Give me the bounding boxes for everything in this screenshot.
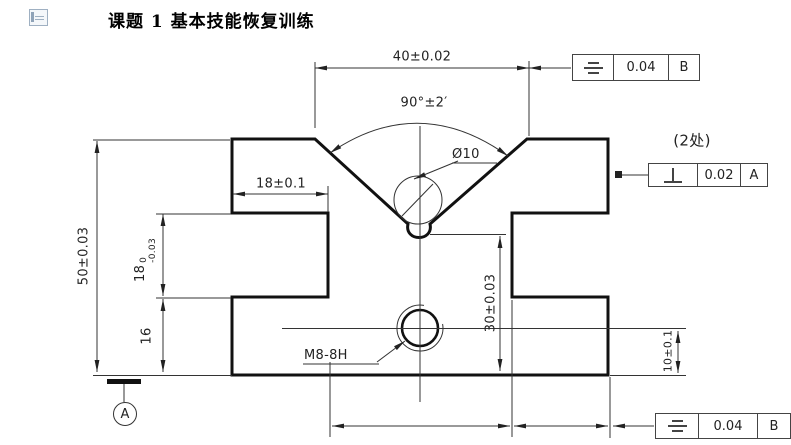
extension-lines (93, 61, 686, 438)
datum-a-bar (107, 379, 141, 384)
dim-base-height: 16 (139, 327, 155, 345)
places-note: (2处) (673, 131, 711, 150)
symmetry-icon (573, 55, 613, 80)
dim-thread-spec: M8-8H (304, 348, 348, 363)
frame-datum-ref: A (740, 164, 767, 186)
datum-a-label: A (120, 406, 130, 422)
dimension-lines (94, 65, 681, 429)
frame-datum-ref: B (668, 55, 699, 80)
leader-lines (303, 160, 654, 429)
document-icon (29, 9, 48, 26)
perpendicularity-icon (649, 164, 697, 186)
frame-symmetry-top: 0.04 B (572, 54, 700, 81)
perpendicularity-leader-dot (615, 171, 622, 178)
vblock-outline (230, 137, 610, 377)
dim-step-depth: 18±0.1 (256, 176, 306, 192)
dim-hole-to-base: 10±0.1 (661, 329, 675, 373)
dim-v-angle: 90°±2′ (400, 95, 448, 111)
dim-v-to-base: 30±0.03 (483, 273, 499, 333)
dim-top-width: 40±0.02 (392, 49, 452, 65)
frame-symmetry-bottom: 0.04 B (655, 413, 791, 439)
frame-tolerance-value: 0.02 (697, 164, 740, 186)
frame-perpendicularity: 0.02 A (648, 163, 768, 187)
frame-tolerance-value: 0.04 (698, 414, 757, 438)
dim-total-height: 50±0.03 (76, 226, 92, 286)
frame-tolerance-value: 0.04 (613, 55, 668, 80)
dim-v-circle: Ø10 (452, 147, 480, 162)
page-title: 课题 1 基本技能恢复训练 (108, 12, 315, 32)
frame-datum-ref: B (757, 414, 790, 438)
symmetry-icon (656, 414, 698, 438)
datum-a-symbol: A (113, 402, 137, 426)
